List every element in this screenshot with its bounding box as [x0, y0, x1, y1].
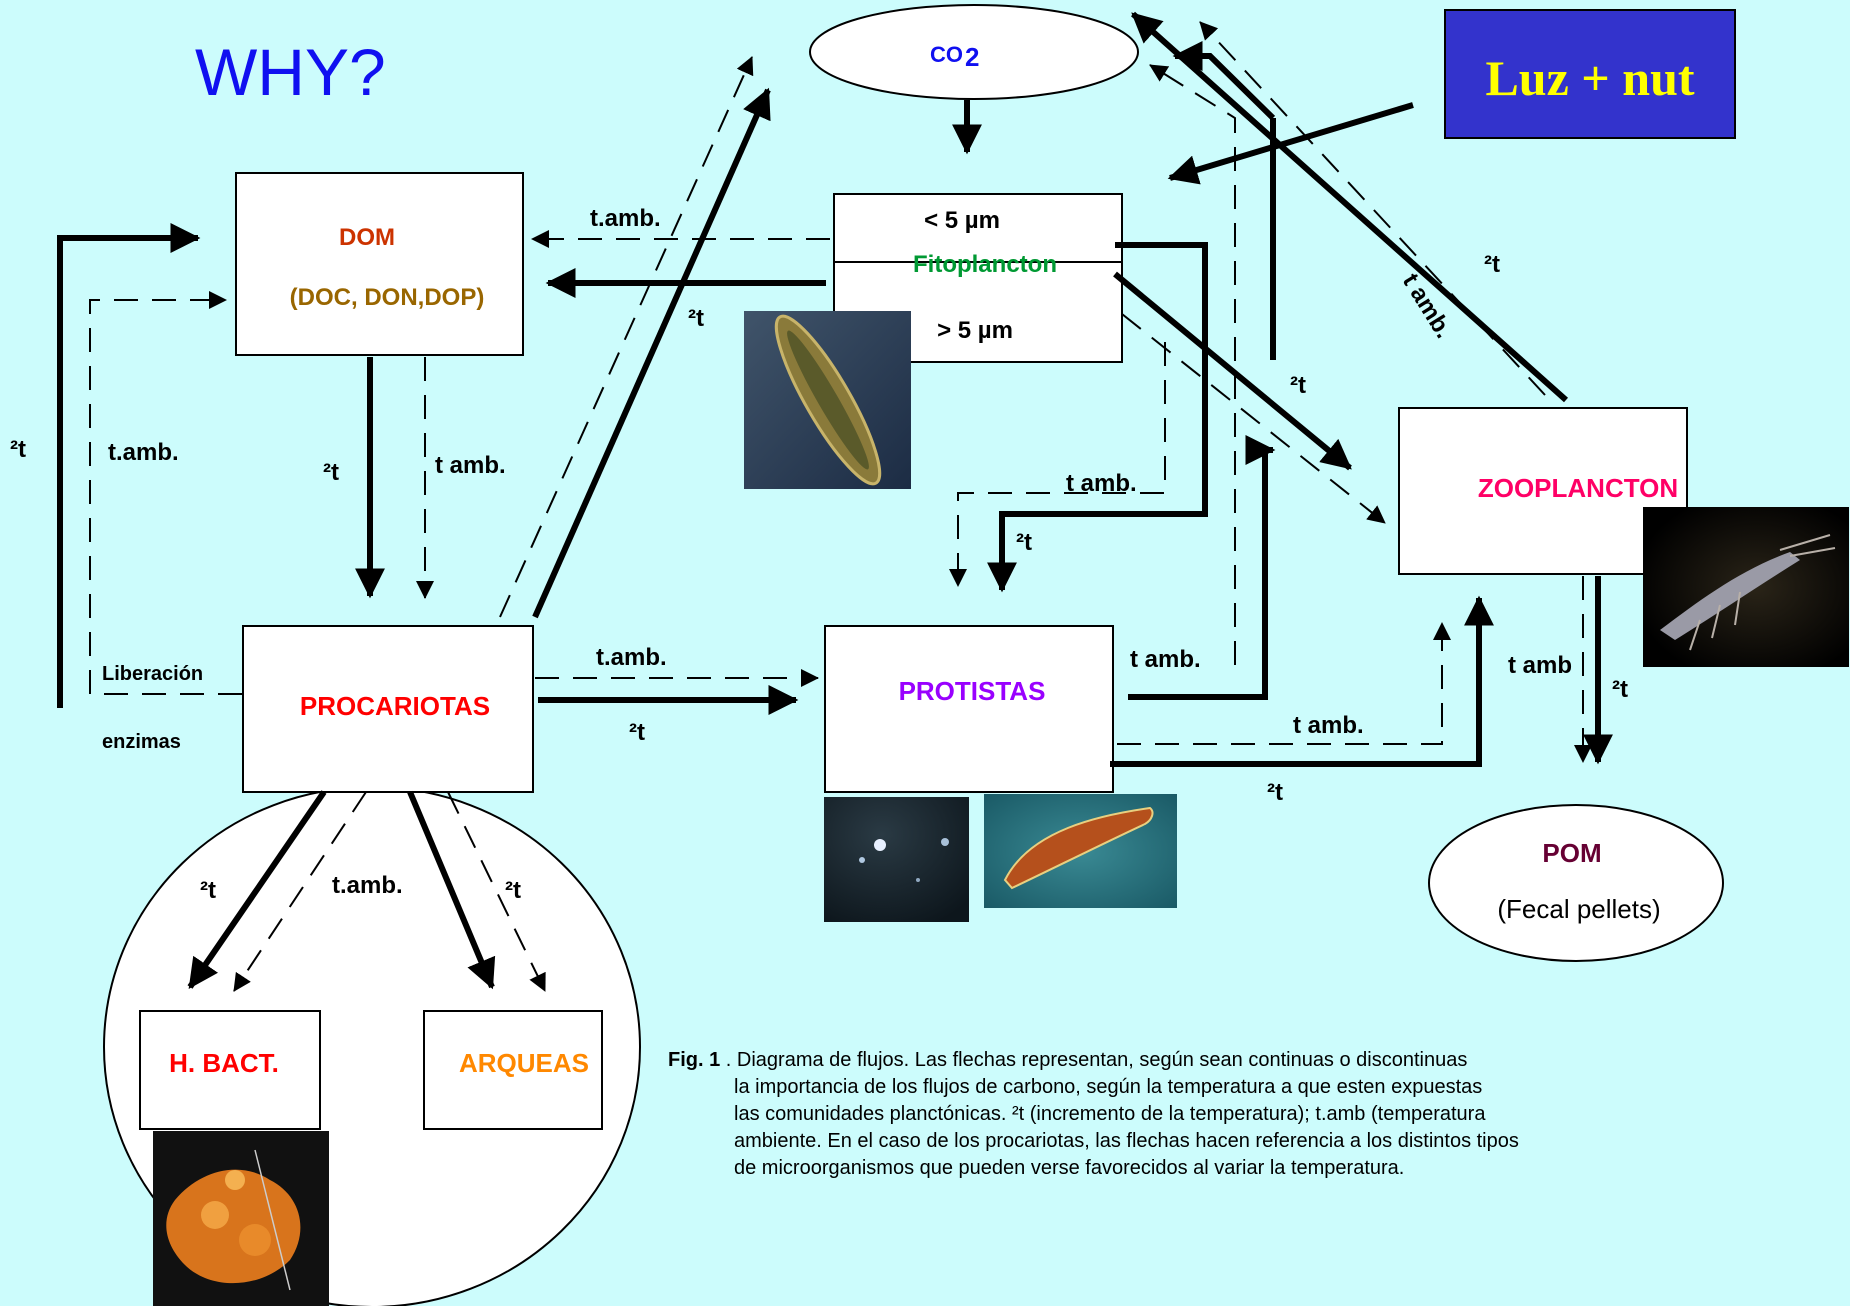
caption-line-3: las comunidades planctónicas. ²t (increm…: [734, 1103, 1486, 1125]
phyto-small-size: < 5 µm: [924, 207, 1000, 234]
diatom-photo: [744, 311, 911, 489]
caption-line-4: ambiente. En el caso de los procariotas,…: [734, 1130, 1519, 1152]
label-inc-left: ²t: [10, 436, 26, 463]
co2-subscript: 2: [965, 42, 979, 72]
label-tamb-circle: t.amb.: [332, 872, 403, 899]
label-inc-phyto-zoo: ²t: [1290, 372, 1306, 399]
label-tamb-phyto-dom: t.amb.: [590, 205, 661, 232]
label-inc-prok-co2: ²t: [688, 305, 704, 332]
caption-line-5: de microorganismos que pueden verse favo…: [734, 1157, 1405, 1179]
label-tamb-zoo-pom: t amb: [1508, 652, 1572, 679]
label-inc-dom-prok: ²t: [323, 459, 339, 486]
label-tamb-prot-zoo: t amb.: [1293, 712, 1364, 739]
phyto-name: Fitoplancton: [913, 251, 1057, 278]
protist-ciliate-photo: [984, 794, 1177, 908]
figure-caption: Fig. 1 . Diagrama de flujos. Las flechas…: [668, 1047, 1728, 1182]
zooplankton-photo: [1643, 507, 1849, 667]
label-inc-hbact: ²t: [200, 877, 216, 904]
label-tamb-left: t.amb.: [108, 439, 179, 466]
label-inc-archaea: ²t: [505, 877, 521, 904]
prokaryotes-node: [242, 625, 534, 793]
protists-node: [824, 625, 1114, 793]
dom-node: [235, 172, 524, 356]
label-tamb-prok-prot: t.amb.: [596, 644, 667, 671]
liberacion-label: Liberación: [102, 663, 203, 685]
hbact-label: H. BACT.: [169, 1048, 279, 1078]
solid-arrows: [57, 11, 1613, 990]
zooplankton-node: [1398, 407, 1688, 575]
label-inc-zoo-pom: ²t: [1612, 676, 1628, 703]
prokaryotes-label: PROCARIOTAS: [300, 691, 490, 721]
label-inc-phyto-prot: ²t: [1016, 529, 1032, 556]
archaea-label: ARQUEAS: [459, 1048, 589, 1078]
pom-node: [1428, 804, 1724, 962]
co2-node: [809, 4, 1139, 100]
dashed-arrows: [89, 21, 1592, 992]
page-title: WHY?: [195, 35, 386, 109]
label-inc-prok-prot: ²t: [629, 719, 645, 746]
protists-label: PROTISTAS: [899, 676, 1046, 706]
co2-label: CO: [930, 42, 963, 67]
pom-subtitle: (Fecal pellets): [1497, 894, 1660, 924]
phyto-large-size: > 5 µm: [937, 317, 1013, 344]
label-tamb-phyto-prot: t amb.: [1066, 470, 1137, 497]
label-tamb-zoo-co2: t amb.: [1397, 269, 1457, 343]
light-nutrient-label: Luz + nut: [1485, 50, 1694, 106]
dom-subtitle: (DOC, DON,DOP): [290, 284, 485, 311]
enzimas-label: enzimas: [102, 731, 181, 753]
zooplankton-label: ZOOPLANCTON: [1478, 473, 1678, 503]
label-tamb-dom-prok: t amb.: [435, 452, 506, 479]
label-inc-zoo-co2: ²t: [1484, 251, 1500, 278]
dom-title: DOM: [339, 224, 395, 251]
bacteria-photo: [153, 1131, 329, 1306]
pom-title: POM: [1542, 838, 1601, 868]
light-nutrient-box: [1444, 9, 1736, 139]
caption-line-1: . Diagrama de flujos. Las flechas repres…: [720, 1049, 1468, 1071]
label-tamb-prot-co2: t amb.: [1130, 646, 1201, 673]
label-inc-prot-zoo: ²t: [1267, 779, 1283, 806]
protist-dark-photo: [824, 797, 969, 922]
caption-line-2: la importancia de los flujos de carbono,…: [734, 1076, 1483, 1098]
caption-fig-label: Fig. 1: [668, 1049, 721, 1071]
hbact-node: [139, 1010, 321, 1130]
archaea-node: [423, 1010, 603, 1130]
